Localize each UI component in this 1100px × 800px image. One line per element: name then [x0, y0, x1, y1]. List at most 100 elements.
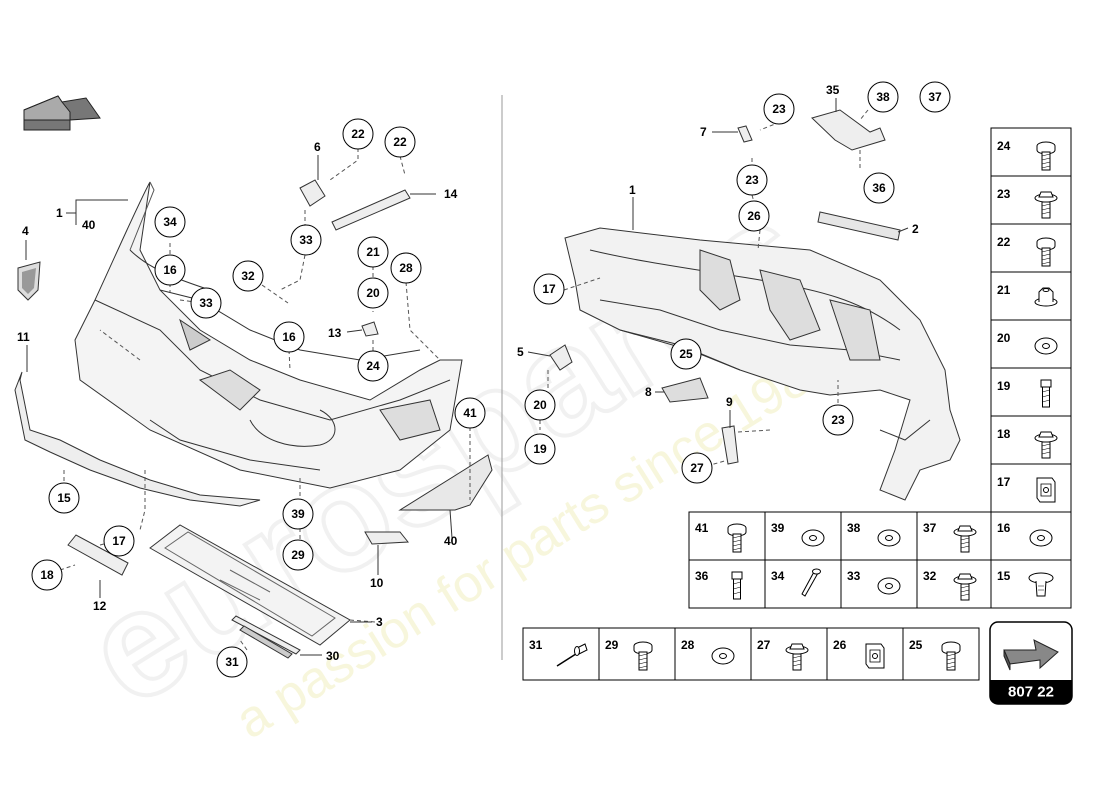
- callout-16[interactable]: 16: [154, 254, 186, 286]
- callout-41[interactable]: 41: [454, 397, 486, 429]
- callout-23[interactable]: 23: [736, 164, 768, 196]
- washer-icon: [801, 529, 825, 547]
- callout-26[interactable]: 26: [738, 200, 770, 232]
- callout-36[interactable]: 36: [863, 172, 895, 204]
- svg-text:37: 37: [923, 521, 937, 535]
- legend-cell-26[interactable]: 26: [833, 638, 885, 669]
- callout-37[interactable]: 37: [919, 81, 951, 113]
- callout-23[interactable]: 23: [822, 404, 854, 436]
- label-3: 3: [376, 615, 383, 629]
- callout-33[interactable]: 33: [190, 287, 222, 319]
- bracket-7-illustration: [737, 125, 753, 143]
- svg-text:27: 27: [690, 461, 704, 475]
- svg-text:36: 36: [872, 181, 886, 195]
- callout-31[interactable]: 31: [216, 646, 248, 678]
- callout-16[interactable]: 16: [273, 321, 305, 353]
- callout-25[interactable]: 25: [670, 338, 702, 370]
- legend-row-23[interactable]: 23: [997, 187, 1058, 219]
- direction-arrow-icon: [1003, 639, 1059, 671]
- legend-row-17[interactable]: 17: [997, 475, 1056, 503]
- callout-17[interactable]: 17: [103, 525, 135, 557]
- callout-33[interactable]: 33: [290, 224, 322, 256]
- callout-23[interactable]: 23: [763, 93, 795, 125]
- callout-28[interactable]: 28: [390, 252, 422, 284]
- legend-row-19[interactable]: 19: [997, 379, 1052, 408]
- bracket-10-illustration: [364, 531, 409, 545]
- fastener-legend-bottom: 31 29 28 27 26 25: [522, 627, 980, 681]
- label-30: 30: [326, 649, 340, 663]
- legend-cell-34[interactable]: 34: [771, 568, 821, 597]
- legend-cell-37[interactable]: 37: [923, 521, 977, 553]
- legend-cell-15[interactable]: 15: [997, 569, 1054, 597]
- label-11: 11: [17, 330, 30, 344]
- legend-cell-28[interactable]: 28: [681, 638, 735, 665]
- legend-cell-25[interactable]: 25: [909, 638, 961, 671]
- svg-text:22: 22: [393, 135, 407, 149]
- bracket-14-illustration: [331, 189, 411, 231]
- svg-text:23: 23: [997, 187, 1011, 201]
- svg-text:16: 16: [163, 263, 177, 277]
- washer-icon: [877, 529, 901, 547]
- legend-cell-27[interactable]: 27: [757, 638, 809, 671]
- callout-38[interactable]: 38: [867, 81, 899, 113]
- legend-row-22[interactable]: 22: [997, 235, 1056, 267]
- legend-cell-29[interactable]: 29: [605, 638, 653, 671]
- legend-cell-32[interactable]: 32: [923, 569, 977, 601]
- label-40: 40: [82, 218, 96, 232]
- svg-text:34: 34: [771, 569, 785, 583]
- callout-39[interactable]: 39: [282, 498, 314, 530]
- callout-34[interactable]: 34: [154, 206, 186, 238]
- legend-row-24[interactable]: 24: [997, 139, 1056, 171]
- callout-17[interactable]: 17: [533, 273, 565, 305]
- callout-21[interactable]: 21: [357, 236, 389, 268]
- label-7: 7: [700, 125, 707, 139]
- svg-text:21: 21: [997, 283, 1011, 297]
- svg-text:39: 39: [771, 521, 785, 535]
- svg-text:31: 31: [529, 638, 543, 652]
- label-2: 2: [912, 222, 919, 236]
- svg-text:41: 41: [463, 406, 477, 420]
- svg-text:31: 31: [225, 655, 239, 669]
- callout-20[interactable]: 20: [524, 389, 556, 421]
- label-13: 13: [328, 326, 342, 340]
- reference-box: 807 22: [989, 621, 1073, 705]
- svg-text:37: 37: [928, 90, 942, 104]
- svg-text:22: 22: [997, 235, 1011, 249]
- legend-cell-33[interactable]: 33: [847, 569, 901, 595]
- legend-row-18[interactable]: 18: [997, 427, 1058, 459]
- legend-cell-39[interactable]: 39: [771, 521, 825, 547]
- legend-cell-31[interactable]: 31: [529, 638, 588, 667]
- callout-22[interactable]: 22: [384, 126, 416, 158]
- legend-cell-38[interactable]: 38: [847, 521, 901, 547]
- callouts-rear: 23 38 37 23 36 26 17 25 20 19 27 23: [524, 81, 951, 484]
- rear-bumper-illustration: [564, 227, 961, 501]
- callout-22[interactable]: 22: [342, 118, 374, 150]
- callout-18[interactable]: 18: [31, 559, 63, 591]
- bracket-6-illustration: [299, 179, 326, 207]
- legend-cell-16[interactable]: 16: [997, 521, 1053, 547]
- callout-29[interactable]: 29: [282, 539, 314, 571]
- svg-text:26: 26: [833, 638, 847, 652]
- svg-text:20: 20: [366, 286, 380, 300]
- callout-19[interactable]: 19: [524, 433, 556, 465]
- svg-text:21: 21: [366, 245, 380, 259]
- svg-text:41: 41: [695, 521, 709, 535]
- label-9: 9: [726, 395, 733, 409]
- callout-24[interactable]: 24: [357, 350, 389, 382]
- tray-strip-illustration: [231, 615, 301, 659]
- svg-text:27: 27: [757, 638, 771, 652]
- legend-cell-36[interactable]: 36: [695, 569, 743, 600]
- label-12: 12: [93, 599, 107, 613]
- legend-row-21[interactable]: 21: [997, 283, 1058, 307]
- bracket-5-illustration: [549, 344, 573, 371]
- callout-15[interactable]: 15: [48, 482, 80, 514]
- legend-row-20[interactable]: 20: [997, 331, 1058, 355]
- callout-27[interactable]: 27: [681, 452, 713, 484]
- label-8: 8: [645, 385, 652, 399]
- svg-text:16: 16: [997, 521, 1011, 535]
- callout-32[interactable]: 32: [232, 260, 264, 292]
- callout-20[interactable]: 20: [357, 277, 389, 309]
- legend-cell-41[interactable]: 41: [695, 521, 747, 553]
- svg-text:17: 17: [997, 475, 1011, 489]
- bracket-8-illustration: [661, 377, 709, 403]
